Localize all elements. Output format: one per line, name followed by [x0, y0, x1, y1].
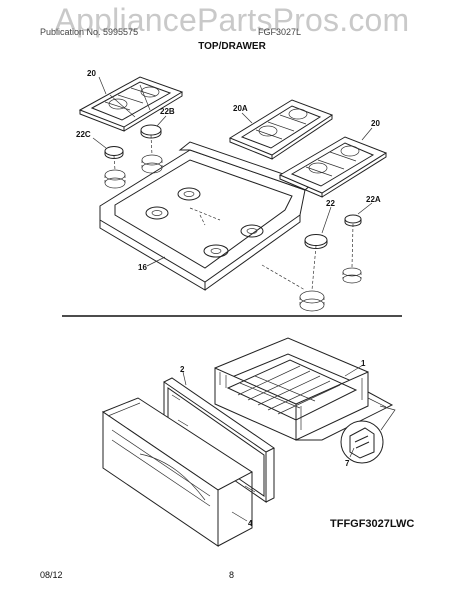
- callout-7: 7: [345, 459, 350, 468]
- footer-date: 08/12: [40, 570, 63, 580]
- callout-1: 1: [361, 359, 366, 368]
- callout-22c: 22C: [76, 130, 91, 139]
- header-model: FGF3027L: [258, 27, 302, 37]
- burner-bases: [104, 154, 362, 312]
- grate-20a: [228, 99, 334, 160]
- drawer-front-4: [101, 397, 253, 547]
- grate-right-20: [278, 136, 388, 198]
- leader-lines-top: [92, 76, 373, 267]
- callout-22b: 22B: [160, 107, 175, 116]
- callout-16: 16: [138, 263, 147, 272]
- cooktop-16: [99, 141, 313, 291]
- leader-lines-bottom: [182, 364, 364, 522]
- callout-20-right: 20: [371, 119, 380, 128]
- grate-left-20: [78, 76, 184, 132]
- section-title: TOP/DRAWER: [198, 41, 266, 52]
- callout-22: 22: [326, 199, 335, 208]
- model-number-label: TFFGF3027LWC: [330, 518, 415, 530]
- callout-20-left: 20: [87, 69, 96, 78]
- callout-20a: 20A: [233, 104, 248, 113]
- callout-2: 2: [180, 365, 185, 374]
- alignment-lines: [113, 134, 354, 291]
- page-number: 8: [229, 570, 235, 580]
- watermark: AppliancePartsPros.com: [54, 2, 410, 38]
- callout-4: 4: [248, 519, 253, 528]
- callout-22a: 22A: [366, 195, 381, 204]
- publication-number: Publication No. 5995575: [40, 27, 139, 37]
- glide-detail-7: [340, 405, 396, 464]
- burner-cap-22c: [104, 146, 124, 159]
